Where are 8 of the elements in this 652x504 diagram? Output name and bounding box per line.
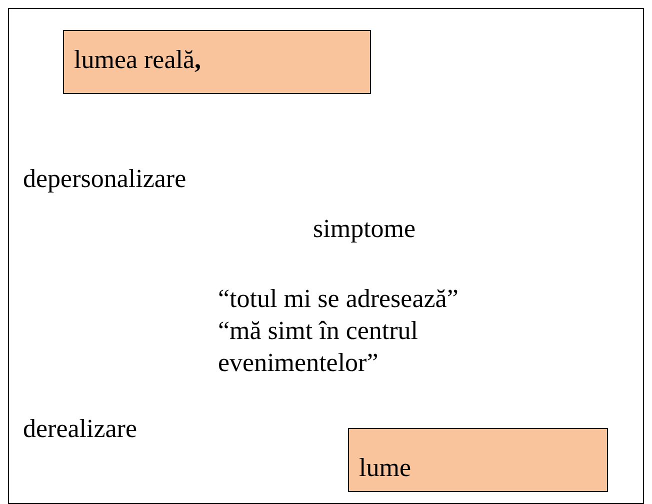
text-label: “totul mi se adresează” (218, 283, 458, 315)
label-box: lume (348, 428, 608, 492)
text-label: “mă simt în centrul evenimentelor” (218, 315, 420, 379)
label-box: lumea reală, (63, 30, 371, 94)
frame-box (8, 8, 644, 504)
text-label: simptome (313, 213, 416, 245)
text-label: depersonalizare (23, 163, 186, 195)
text-label: derealizare (23, 413, 138, 445)
